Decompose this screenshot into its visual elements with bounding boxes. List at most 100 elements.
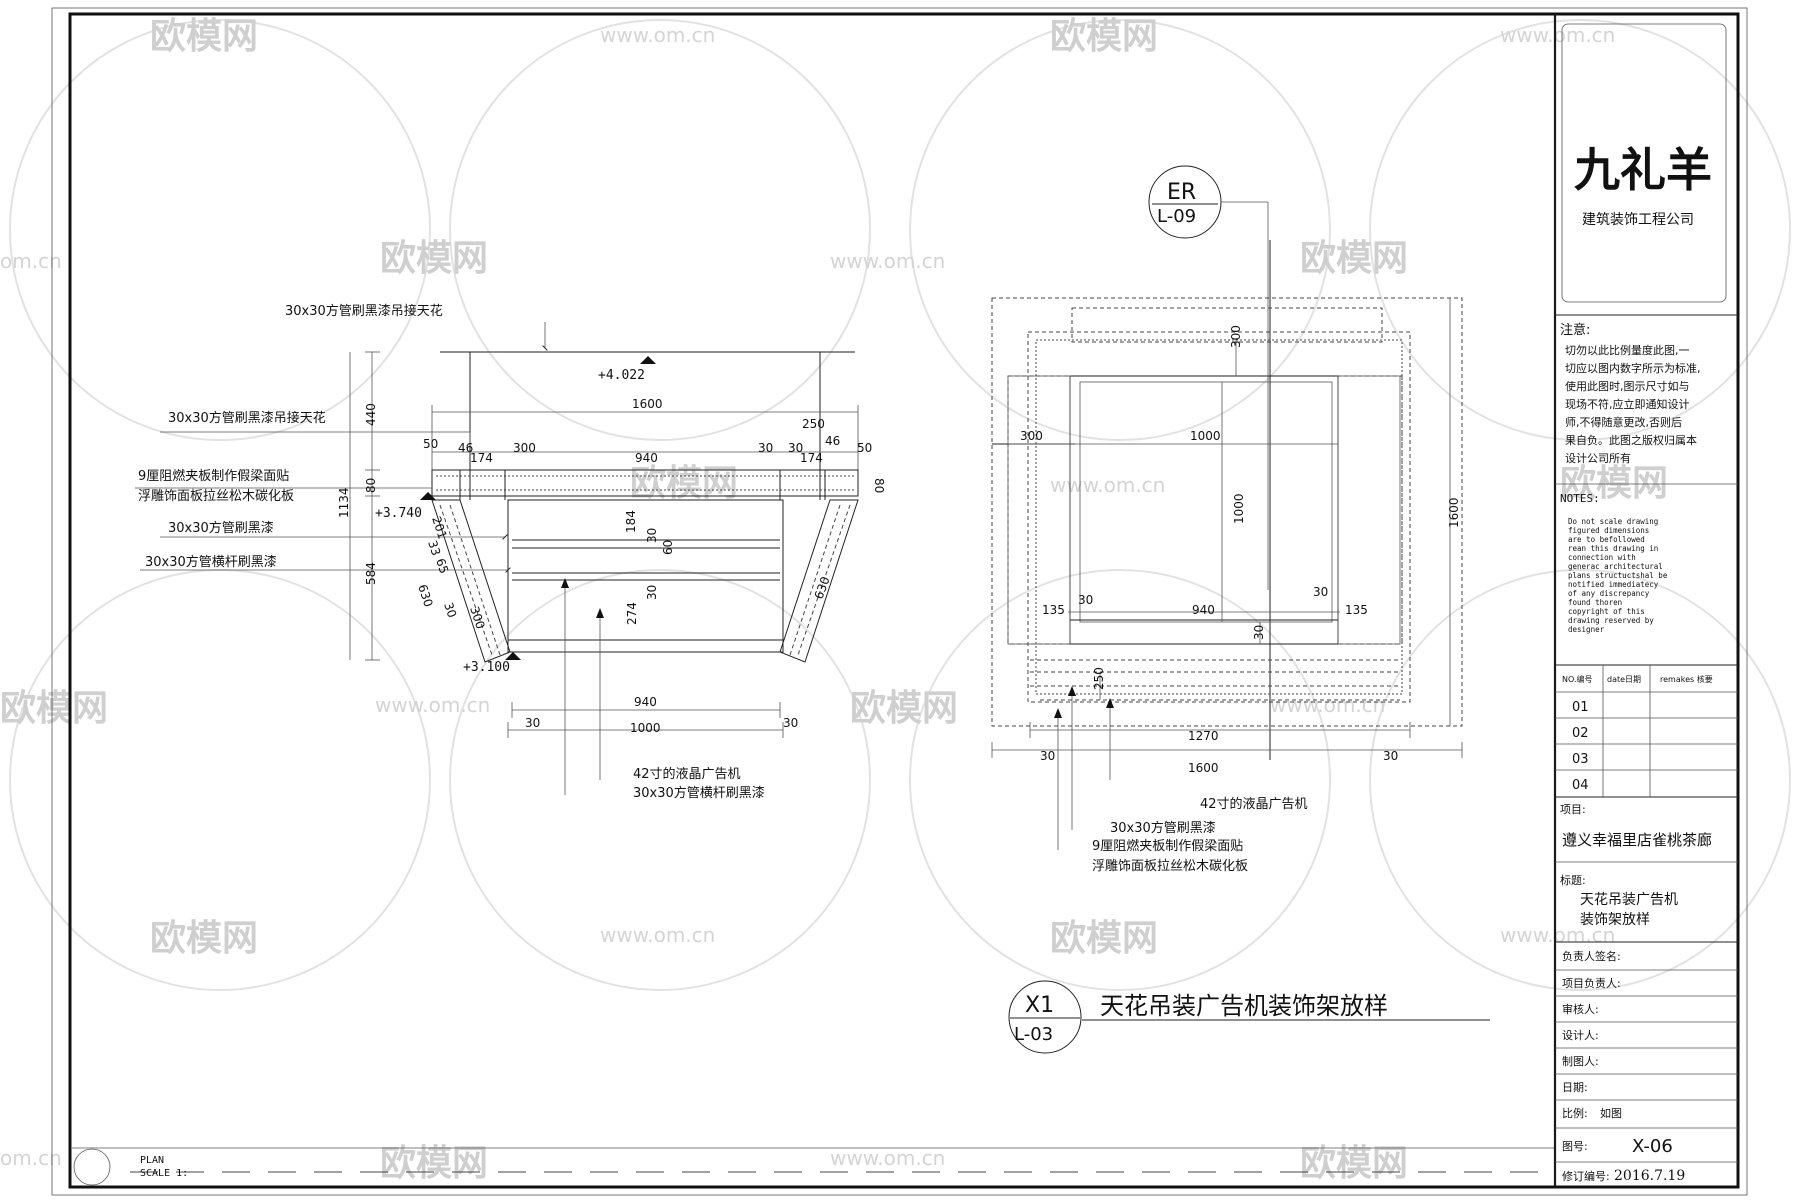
rev-number: 03: [1572, 752, 1589, 767]
dim: 1134: [337, 487, 351, 518]
section-mark-bottom: L-09: [1157, 206, 1196, 227]
sheet-number: X-06: [1632, 1136, 1673, 1157]
watermark-url: www.om.cn: [1270, 693, 1385, 717]
watermark-brand: 欧模网: [1050, 918, 1158, 959]
notes-cn-line: 使用此图时,图示尺寸如与: [1565, 379, 1690, 393]
notes-en-line: rean this drawing in: [1568, 544, 1658, 553]
watermark-urls: www.om.cn www.om.cn om.cn www.om.cn www.…: [0, 23, 1615, 1170]
watermark-brand: 欧模网: [1300, 1143, 1408, 1184]
label-pipe-ceiling-mid: 30x30方管刷黑漆吊接天花: [168, 410, 326, 426]
dim: 940: [1192, 603, 1215, 617]
watermark-arcs: [9, 19, 1791, 991]
title-mark: [1008, 980, 1082, 1054]
title-mark-bottom: L-03: [1014, 1024, 1053, 1045]
watermark-url: www.om.cn: [1050, 473, 1165, 497]
notes-cn-title: 注意:: [1560, 322, 1590, 338]
dim: 50: [423, 437, 438, 451]
watermark-brand: 欧模网: [630, 463, 738, 504]
dim: 30: [788, 441, 803, 455]
field-label: 制图人:: [1562, 1055, 1599, 1068]
dim: 30: [1078, 593, 1093, 607]
dim: 250: [802, 417, 825, 431]
notes-en-line: drawing reserved by: [1568, 616, 1654, 625]
watermark-brand: 欧模网: [380, 1143, 488, 1184]
watermarks: 欧模网 欧模网 欧模网 欧模网 欧模网 欧模网 欧模网 欧模网 欧模网 欧模网 …: [0, 16, 1668, 1184]
project-label: 项目:: [1560, 803, 1586, 816]
dim: 50: [857, 441, 872, 455]
watermark-brand: 欧模网: [850, 688, 958, 729]
notes-cn-line: 师,不得随意更改,否则后: [1565, 415, 1682, 429]
watermark-url: www.om.cn: [1500, 923, 1615, 947]
notes-cn: 切勿以此比例量度此图,一 切应以图内数字所示为标准, 使用此图时,图示尺寸如与 …: [1565, 343, 1701, 465]
dim: 584: [364, 562, 378, 585]
dim: 1270: [1188, 729, 1219, 743]
right-labels: 42寸的液晶广告机 30x30方管刷黑漆 9厘阻燃夹板制作假梁面贴 浮雕饰面板拉…: [1092, 796, 1308, 874]
notes-cn-line: 设计公司所有: [1565, 451, 1631, 465]
dim: 46: [458, 441, 473, 455]
dim: 940: [635, 451, 658, 465]
watermark-brand: 欧模网: [1300, 238, 1408, 279]
section-mark-top: ER: [1167, 180, 1196, 205]
dim: 30: [441, 601, 459, 620]
watermark-brand: 欧模网: [380, 238, 488, 279]
dim: 630: [812, 575, 833, 601]
revision-table: NO.编号 date日期 remakes 核要 01 02 03 04: [1555, 664, 1738, 798]
drawing-border: [68, 12, 1740, 1189]
left-labels: 30x30方管刷黑漆吊接天花 30x30方管刷黑漆吊接天花 9厘阻燃夹板制作假梁…: [138, 303, 765, 801]
dim: 135: [1345, 603, 1368, 617]
dim: 940: [634, 695, 657, 709]
scale-value: 如图: [1600, 1106, 1622, 1120]
field-label: 设计人:: [1562, 1029, 1599, 1042]
notes-en-line: copyright of this: [1568, 607, 1645, 616]
dim: 630: [415, 583, 435, 609]
watermark-brand: 欧模网: [150, 16, 258, 57]
company-logo: 九礼羊: [1574, 143, 1712, 197]
notes-cn-line: 果自负。此图之版权归属本: [1565, 433, 1697, 447]
dim: 1000: [630, 721, 661, 735]
title-text: 天花吊装广告机装饰架放样: [1100, 992, 1388, 1020]
watermark-url: www.om.cn: [375, 693, 490, 717]
notes-en-line: generac architectural: [1568, 562, 1663, 571]
left-elevation: [135, 322, 859, 795]
level-mid: +3.740: [375, 506, 422, 521]
notes-cn-line: 切应以图内数字所示为标准,: [1565, 361, 1701, 375]
project-name: 遵义幸福里店雀桃茶廊: [1562, 831, 1712, 849]
footer: PLAN SCALE 1:: [72, 1147, 1555, 1186]
rev-number: 01: [1572, 700, 1589, 715]
watermark-url: www.om.cn: [600, 923, 715, 947]
notes-en-line: Do not scale drawing: [1568, 517, 1658, 526]
outer-frame: [51, 7, 1748, 1196]
dim: 300: [1229, 325, 1243, 348]
right-section-mark-text: ER L-09: [1157, 180, 1196, 227]
plan-label: PLAN: [140, 1155, 164, 1166]
watermark-brand: 欧模网: [150, 918, 258, 959]
label-plywood-2: 浮雕饰面板拉丝松木碳化板: [1092, 859, 1248, 874]
dim: 46: [825, 434, 840, 448]
watermark-brand: 欧模网: [1560, 463, 1668, 504]
title-line: 天花吊装广告机: [1580, 892, 1678, 908]
dim: 30: [1040, 749, 1055, 763]
dim: 174: [470, 451, 493, 465]
dim: 30: [1383, 749, 1398, 763]
field-label: 比例:: [1562, 1106, 1588, 1120]
title-label: 标题:: [1560, 873, 1586, 887]
label-pipe-cross-bottom: 30x30方管横杆刷黑漆: [633, 785, 765, 801]
notes-en-line: of any discrepancy: [1568, 589, 1650, 598]
dim: 1600: [632, 397, 663, 411]
label-lcd: 42寸的液晶广告机: [633, 766, 741, 782]
notes-en-line: are to befollowed: [1568, 535, 1645, 544]
rev-number: 02: [1572, 726, 1589, 741]
notes-cn-line: 切勿以此比例量度此图,一: [1565, 343, 1690, 357]
watermark-url: om.cn: [0, 1146, 62, 1170]
rev-header: NO.编号: [1562, 674, 1593, 684]
level-top: +4.022: [598, 368, 645, 383]
dim: 30: [783, 716, 798, 730]
dim: 300: [467, 605, 487, 631]
field-label: 负责人签名:: [1562, 949, 1621, 963]
dim: 30: [1313, 585, 1328, 599]
rev-number: 04: [1572, 778, 1589, 793]
dim: 80: [872, 478, 886, 493]
label-pipe-ceiling-top: 30x30方管刷黑漆吊接天花: [285, 303, 443, 319]
watermark-url: www.om.cn: [1500, 23, 1615, 47]
dim: 1000: [1190, 429, 1221, 443]
